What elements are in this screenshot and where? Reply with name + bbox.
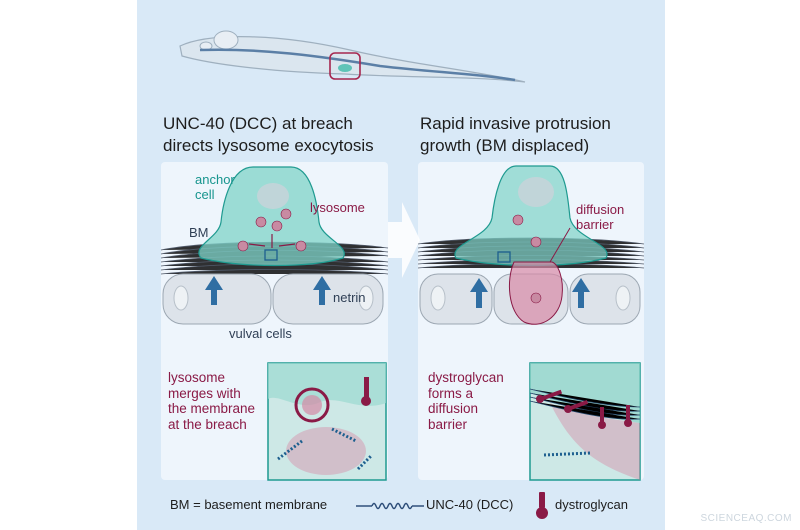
right-inset	[529, 362, 641, 481]
nucleus	[257, 183, 289, 209]
dystroglycan-icon	[536, 492, 548, 519]
left-inset	[267, 362, 387, 481]
worm-illustration	[179, 30, 526, 83]
bm-label: BM	[189, 225, 209, 240]
zoom-box	[329, 52, 361, 80]
legend-bm: BM = basement membrane	[170, 497, 328, 512]
right-title: Rapid invasive protrusion growth (BM dis…	[420, 113, 611, 157]
legend-unc40: UNC-40 (DCC)	[426, 497, 514, 512]
breach-box	[264, 249, 278, 261]
lysosome-label: lysosome	[310, 200, 365, 215]
legend-dystroglycan: dystroglycan	[555, 497, 628, 512]
right-title-line1: Rapid invasive protrusion	[420, 114, 611, 133]
vulval-cells-label: vulval cells	[229, 326, 292, 341]
right-inset-text: dystroglycan forms a diffusion barrier	[428, 370, 504, 432]
left-title-line2: directs lysosome exocytosis	[163, 136, 374, 155]
transition-arrow	[388, 202, 420, 278]
anchor-cell-label: anchor cell	[195, 172, 235, 202]
left-diagram	[160, 166, 389, 325]
right-diagram	[417, 165, 645, 325]
left-title-line1: UNC-40 (DCC) at breach	[163, 114, 353, 133]
lysosomes	[237, 208, 307, 252]
netrin-arrows-right	[470, 278, 590, 308]
watermark: SCIENCEAQ.COM	[700, 513, 792, 524]
left-inset-text: lysosome merges with the membrane at the…	[168, 370, 256, 432]
netrin-label: netrin	[333, 290, 366, 305]
netrin-arrows	[205, 276, 331, 305]
left-title: UNC-40 (DCC) at breach directs lysosome …	[163, 113, 374, 157]
unc40-icon	[356, 502, 424, 510]
diffusion-barrier-label: diffusion barrier	[576, 202, 625, 232]
right-title-line2: growth (BM displaced)	[420, 136, 590, 155]
anchor-cell	[198, 166, 345, 267]
breach-box-right	[497, 251, 511, 263]
